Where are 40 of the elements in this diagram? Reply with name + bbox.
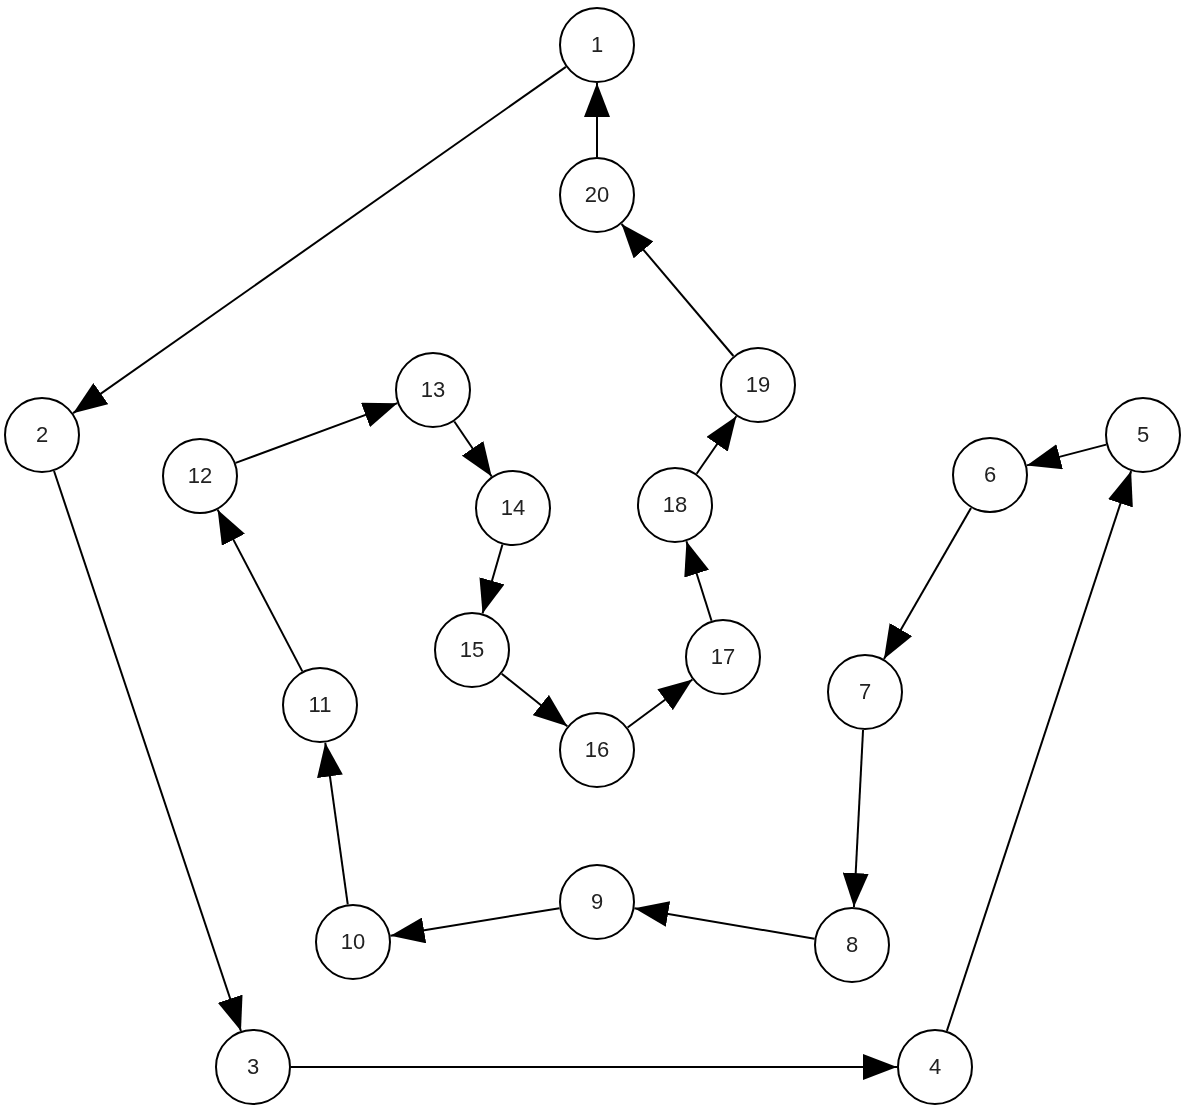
arrow	[626, 678, 694, 729]
arrow	[216, 508, 304, 673]
node-number: 11	[308, 692, 332, 718]
arrow	[1025, 443, 1108, 470]
arrow	[290, 1054, 898, 1080]
arrow	[389, 907, 561, 944]
node-number: 6	[983, 462, 997, 488]
node-number: 18	[662, 492, 688, 518]
arrow	[620, 223, 735, 357]
arrow	[479, 543, 505, 615]
node-number: 9	[590, 889, 604, 915]
arrow	[633, 901, 816, 940]
node-number: 5	[1136, 422, 1150, 448]
node-number: 17	[710, 644, 736, 670]
node-number: 14	[500, 495, 526, 521]
node-number: 13	[420, 377, 446, 403]
node-number: 1	[590, 32, 604, 58]
node-number: 8	[845, 932, 859, 958]
node-number: 3	[246, 1054, 260, 1080]
node-number: 7	[858, 679, 872, 705]
node-number: 2	[35, 422, 49, 448]
arrow	[695, 415, 738, 475]
arrow	[72, 65, 567, 415]
arrow	[500, 672, 569, 728]
node-number: 16	[584, 737, 610, 763]
node-number: 12	[187, 463, 213, 489]
node-number: 20	[584, 182, 610, 208]
arrow	[584, 82, 610, 158]
node-number: 4	[928, 1054, 942, 1080]
arrow	[684, 540, 713, 622]
arrow	[234, 402, 399, 464]
arrow	[945, 470, 1133, 1032]
arrow	[842, 728, 869, 909]
arrow	[317, 741, 349, 906]
arrow	[882, 506, 973, 661]
node-number: 15	[459, 637, 485, 663]
node-number: 19	[745, 372, 771, 398]
arrow	[53, 470, 243, 1032]
arrow	[453, 420, 493, 478]
node-number: 10	[340, 929, 366, 955]
